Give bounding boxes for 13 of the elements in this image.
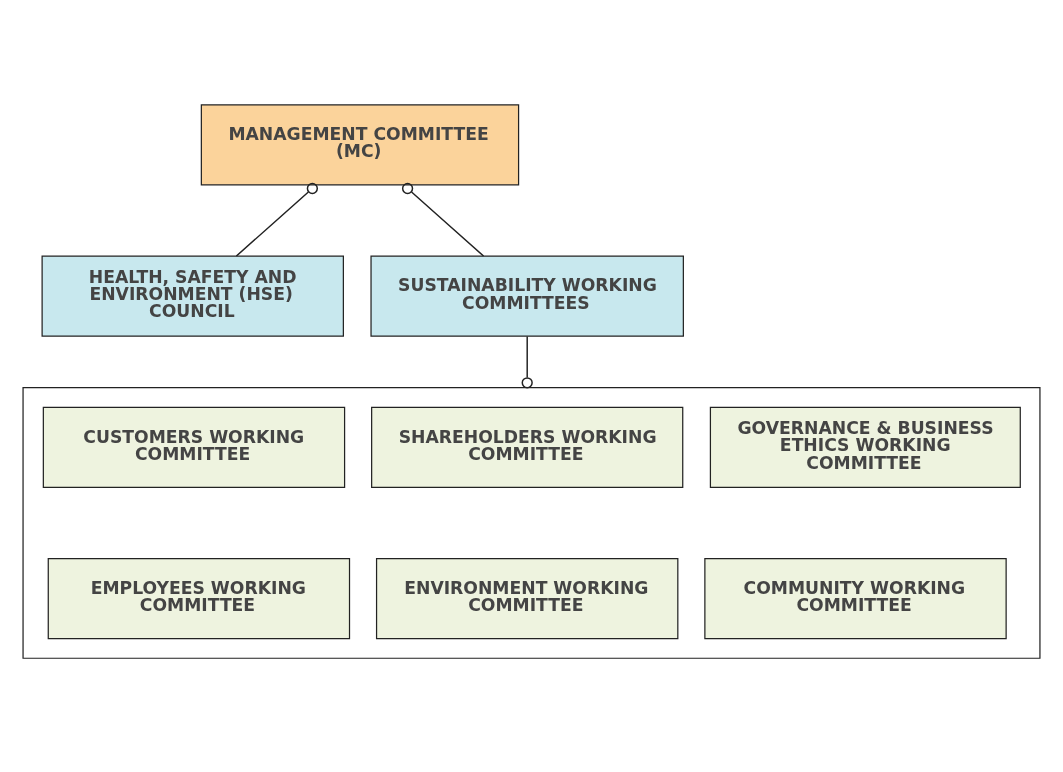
node-box: HEALTH, SAFETY AND ENVIRONMENT (HSE) COUNCIL <box>41 255 344 337</box>
connector <box>401 182 485 257</box>
node-box: SUSTAINABILITY WORKING COMMITTEES <box>370 255 684 337</box>
connector <box>235 182 318 257</box>
cluster <box>22 386 1041 659</box>
node-box: SHAREHOLDERS WORKING COMMITTEE <box>371 406 684 488</box>
node-box: ENVIRONMENT WORKING COMMITTEE <box>375 557 679 639</box>
node-box: GOVERNANCE & BUSINESS ETHICS WORKING COMMITTEE <box>709 406 1021 488</box>
node-box: CUSTOMERS WORKING COMMITTEE <box>42 406 346 488</box>
connector <box>521 335 533 388</box>
node-box: EMPLOYEES WORKING COMMITTEE <box>47 557 351 639</box>
node-box: MANAGEMENT COMMITTEE (MC) <box>200 103 520 185</box>
node-box: COMMUNITY WORKING COMMITTEE <box>704 557 1007 639</box>
